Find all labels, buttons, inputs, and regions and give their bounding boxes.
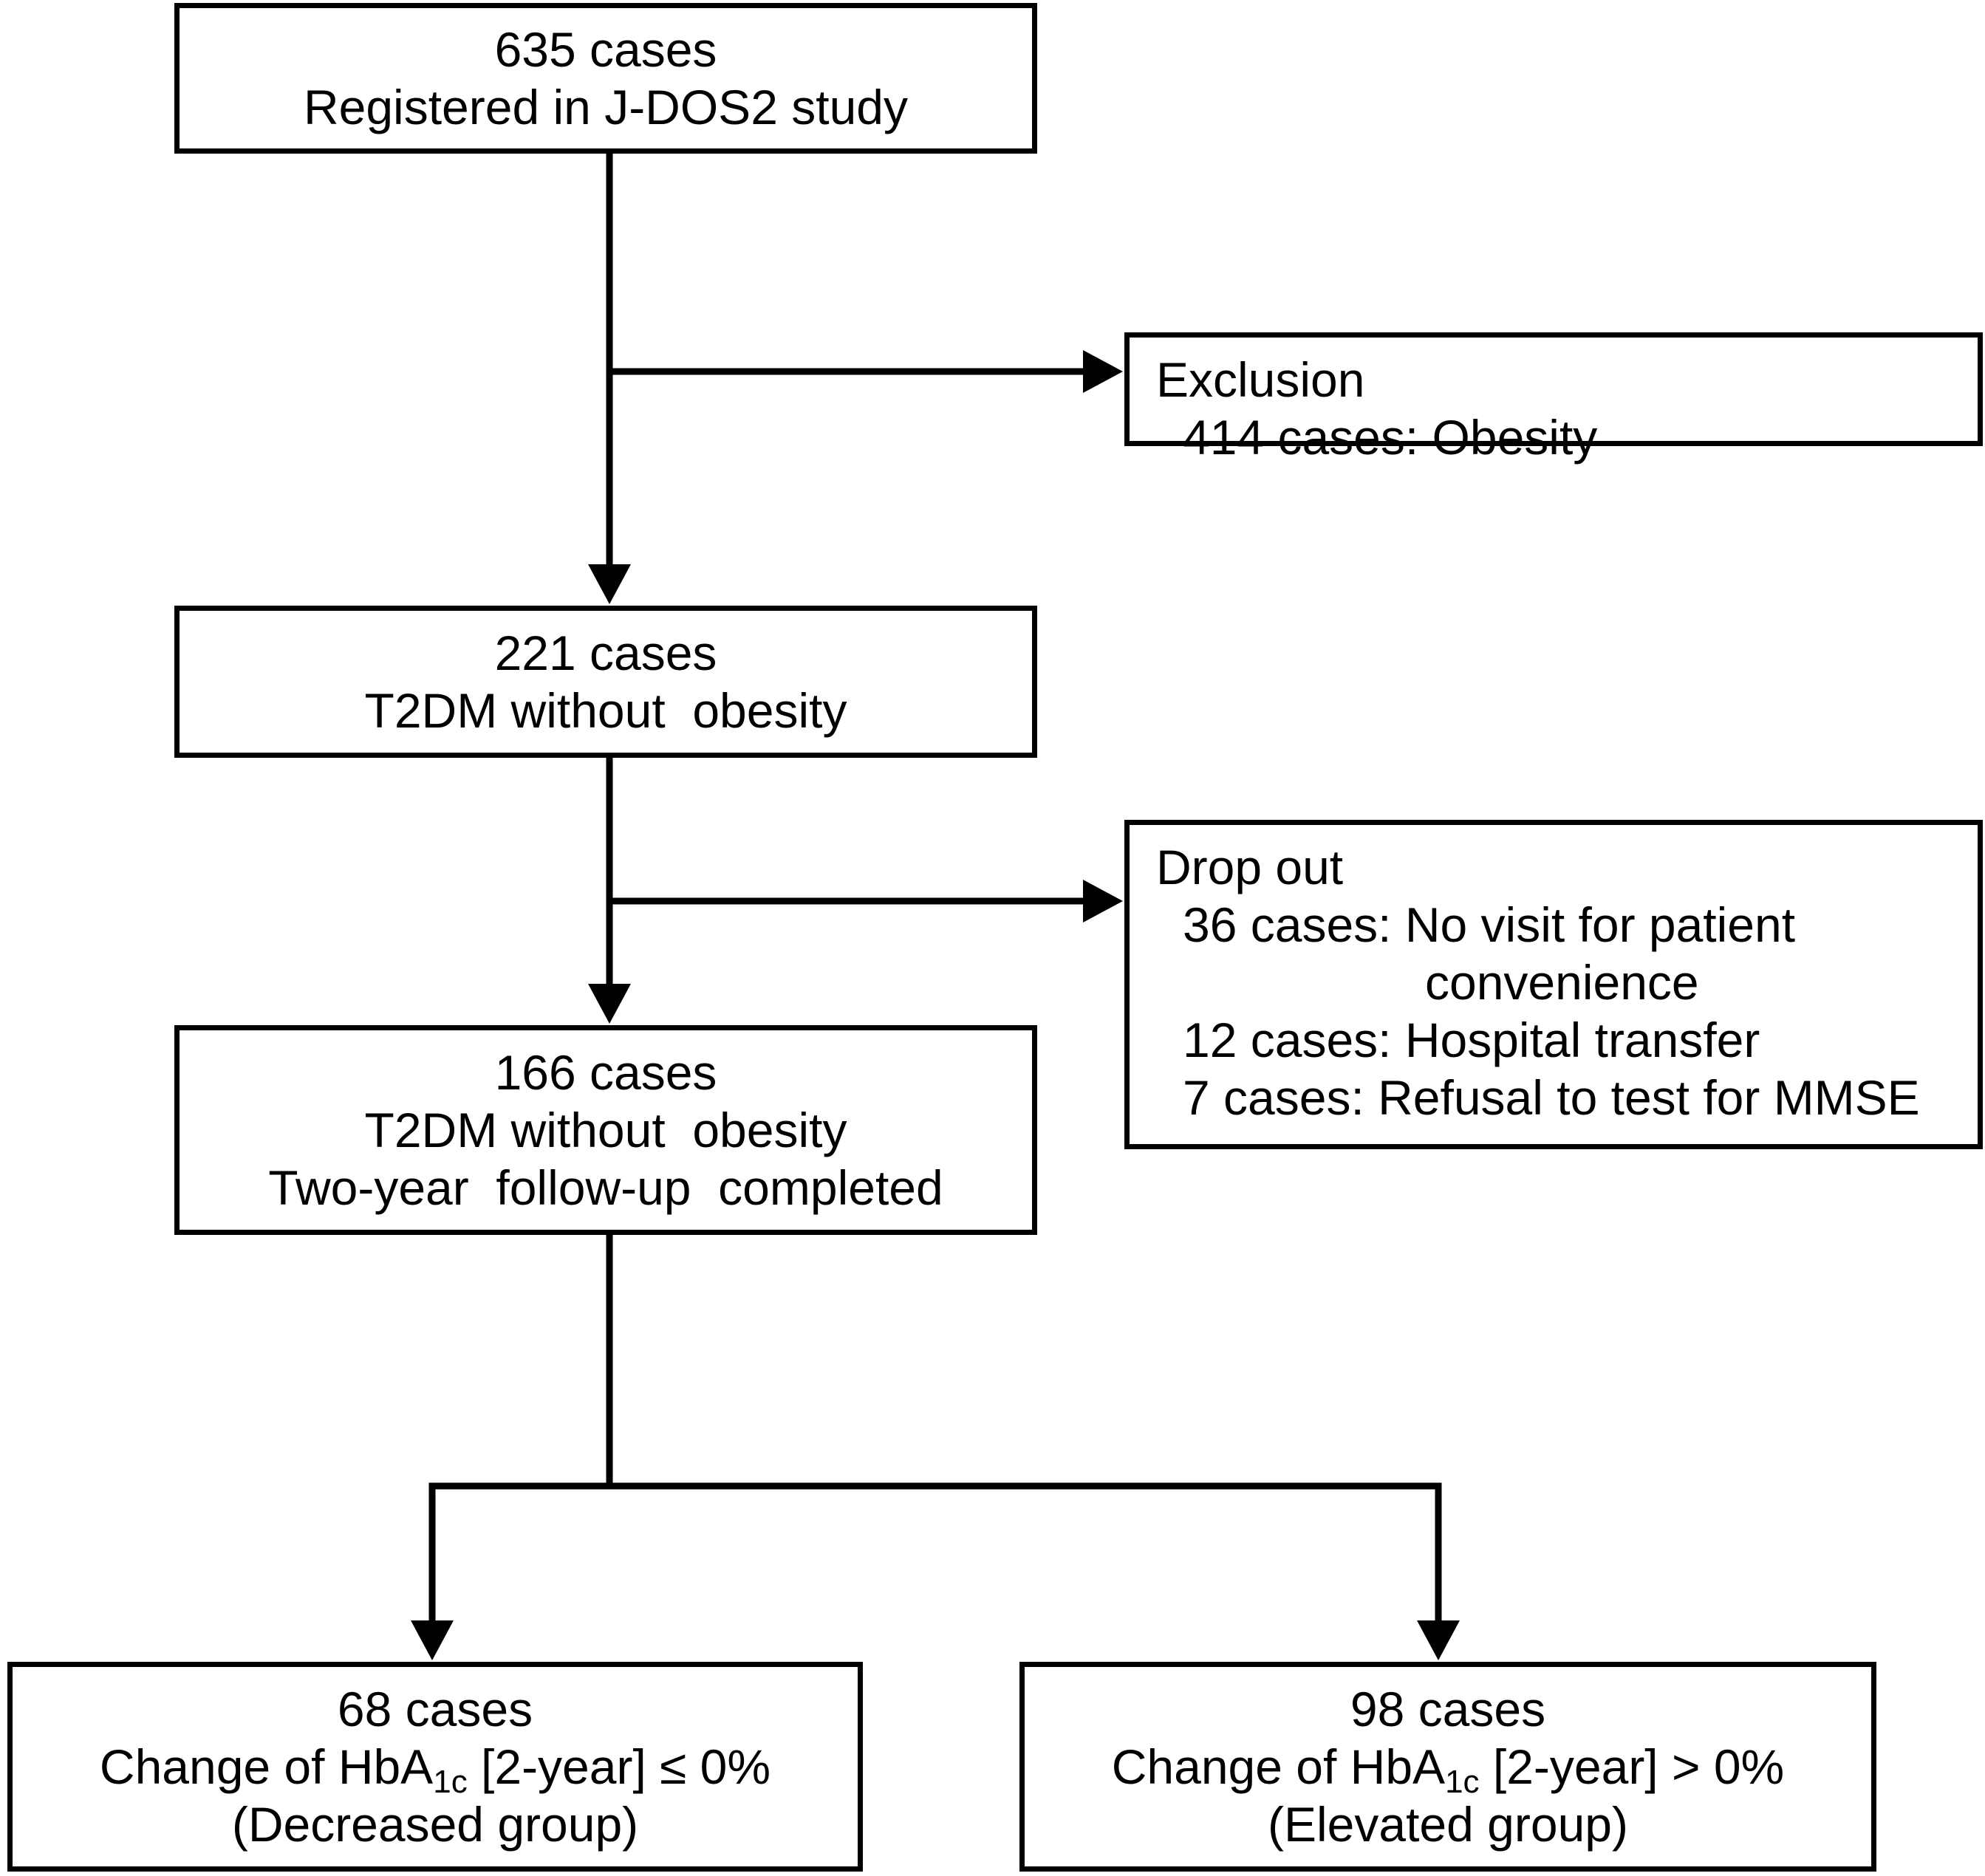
elevated-group-box: 98 cases Change of HbA1c [2-year] > 0% (…: [1019, 1662, 1876, 1872]
t2dm-count: 221 cases: [494, 626, 717, 680]
dropout-box: Drop out 36 cases: No visit for patient …: [1124, 820, 1983, 1149]
decreased-change-subscript: 1c: [433, 1764, 468, 1800]
t2dm-label: T2DM without obesity: [364, 683, 847, 738]
dropout-item-transfer: 12 cases: Hospital transfer: [1183, 1013, 1760, 1067]
elevated-count: 98 cases: [1350, 1682, 1546, 1736]
registered-label: Registered in J-DOS2 study: [303, 80, 908, 134]
exclusion-title: Exclusion: [1156, 352, 1365, 407]
followup-count: 166 cases: [494, 1045, 717, 1100]
elevated-change-subscript: 1c: [1445, 1764, 1480, 1800]
exclusion-item: 414 cases: Obesity: [1183, 410, 1598, 465]
decreased-group-box: 68 cases Change of HbA1c [2-year] ≤ 0% (…: [7, 1662, 863, 1872]
arrowhead-to-t2dm: [588, 564, 631, 604]
elevated-group-label: (Elevated group): [1268, 1797, 1628, 1852]
dropout-item-no-visit-continued: convenience: [1425, 955, 1699, 1010]
followup-box: 166 cases T2DM without obesity Two-year …: [174, 1025, 1037, 1235]
elevated-change-suffix: [2-year] > 0%: [1479, 1739, 1785, 1794]
exclusion-box: Exclusion 414 cases: Obesity: [1124, 332, 1983, 465]
arrowhead-to-followup: [588, 984, 631, 1024]
arrowhead-to-decreased: [411, 1620, 454, 1660]
dropout-item-refusal: 7 cases: Refusal to test for MMSE: [1183, 1070, 1920, 1125]
arrowhead-to-exclusion: [1083, 350, 1123, 393]
dropout-item-no-visit: 36 cases: No visit for patient: [1183, 897, 1796, 952]
decreased-change-prefix: Change of HbA: [99, 1739, 434, 1794]
followup-label-completed: Two-year follow-up completed: [268, 1160, 943, 1215]
followup-label: T2DM without obesity: [364, 1103, 847, 1157]
arrowhead-to-elevated: [1417, 1620, 1460, 1660]
registered-box: 635 cases Registered in J-DOS2 study: [174, 3, 1037, 154]
decreased-count: 68 cases: [337, 1682, 533, 1736]
arrowhead-to-dropout: [1083, 880, 1123, 922]
elevated-change-prefix: Change of HbA: [1111, 1739, 1446, 1794]
dropout-title: Drop out: [1156, 840, 1344, 894]
decreased-change-suffix: [2-year] ≤ 0%: [467, 1739, 771, 1794]
decreased-change: Change of HbA1c [2-year] ≤ 0%: [13, 1738, 858, 1798]
t2dm-box: 221 cases T2DM without obesity: [174, 606, 1037, 758]
elevated-change: Change of HbA1c [2-year] > 0%: [1025, 1738, 1871, 1798]
registered-count: 635 cases: [494, 22, 717, 77]
decreased-group-label: (Decreased group): [231, 1797, 639, 1852]
